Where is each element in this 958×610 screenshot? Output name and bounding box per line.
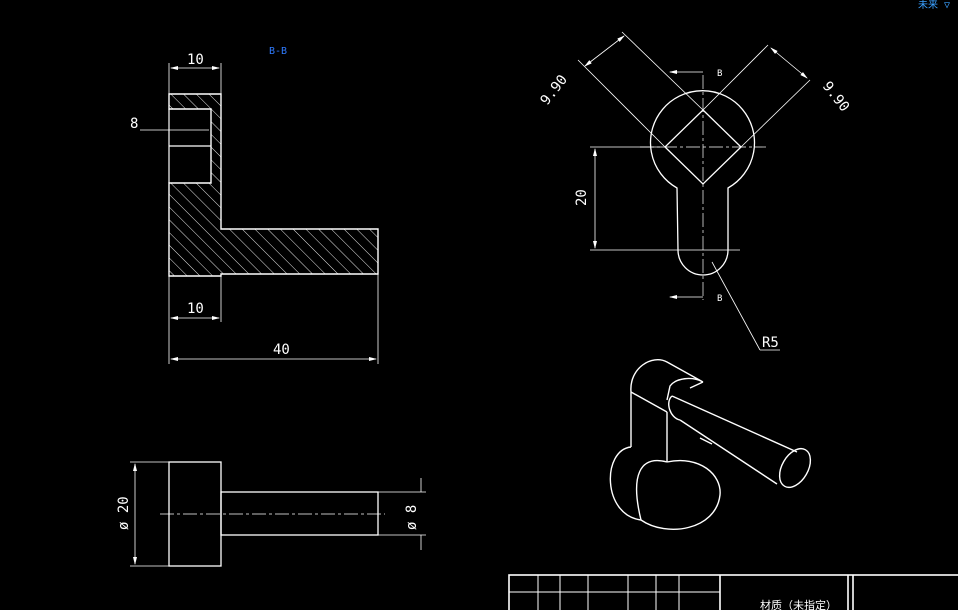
radius-leader bbox=[711, 261, 761, 351]
title-block bbox=[508, 574, 958, 610]
dimension-text-angled-right: 9.90 bbox=[819, 79, 852, 115]
iso-lower-front bbox=[635, 460, 668, 521]
section-hatch bbox=[168, 93, 379, 277]
iso-shaft-end bbox=[778, 447, 812, 489]
iso-shaft-edge bbox=[671, 395, 798, 453]
iso-shaft-start bbox=[668, 395, 681, 421]
title-block-frame bbox=[508, 574, 958, 610]
dimension-line bbox=[584, 35, 625, 67]
section-mark-top: B bbox=[717, 69, 722, 79]
dimension-text-diameter-8: ø 8 bbox=[404, 505, 420, 530]
dimension-text-left: 8 bbox=[130, 116, 138, 132]
dimension-extension bbox=[740, 79, 811, 148]
section-mark-bottom: B bbox=[717, 294, 722, 304]
iso-edge bbox=[689, 381, 704, 389]
dimension-line bbox=[770, 47, 808, 79]
viewcube-label[interactable]: 未来 ▽ bbox=[918, 0, 950, 11]
isometric-view bbox=[609, 359, 812, 530]
front-view bbox=[130, 461, 426, 567]
dimension-text-top: 10 bbox=[187, 52, 204, 68]
section-view-b-b bbox=[140, 63, 379, 364]
iso-edge bbox=[630, 391, 668, 413]
dimension-extension bbox=[621, 31, 704, 111]
iso-boss-top bbox=[630, 359, 704, 401]
dimension-text-overall: 40 bbox=[273, 342, 290, 358]
iso-lower-ring bbox=[609, 446, 721, 530]
iso-shaft-edge bbox=[679, 419, 778, 485]
dimension-text-radius: R5 bbox=[762, 335, 779, 351]
top-view bbox=[577, 31, 811, 351]
front-view-shaft bbox=[220, 491, 379, 536]
dimension-text-vertical: 20 bbox=[574, 189, 590, 206]
title-block-material: 材质（未指定） bbox=[760, 598, 837, 610]
dimension-extension bbox=[702, 44, 769, 111]
section-view-title: B-B bbox=[269, 46, 287, 57]
dimension-text-bottom: 10 bbox=[187, 301, 204, 317]
dimension-extension bbox=[577, 59, 666, 148]
iso-edge bbox=[699, 437, 713, 445]
dimension-text-angled-left: 9.90 bbox=[538, 72, 571, 108]
dimension-text-diameter-20: ø 20 bbox=[116, 496, 132, 530]
